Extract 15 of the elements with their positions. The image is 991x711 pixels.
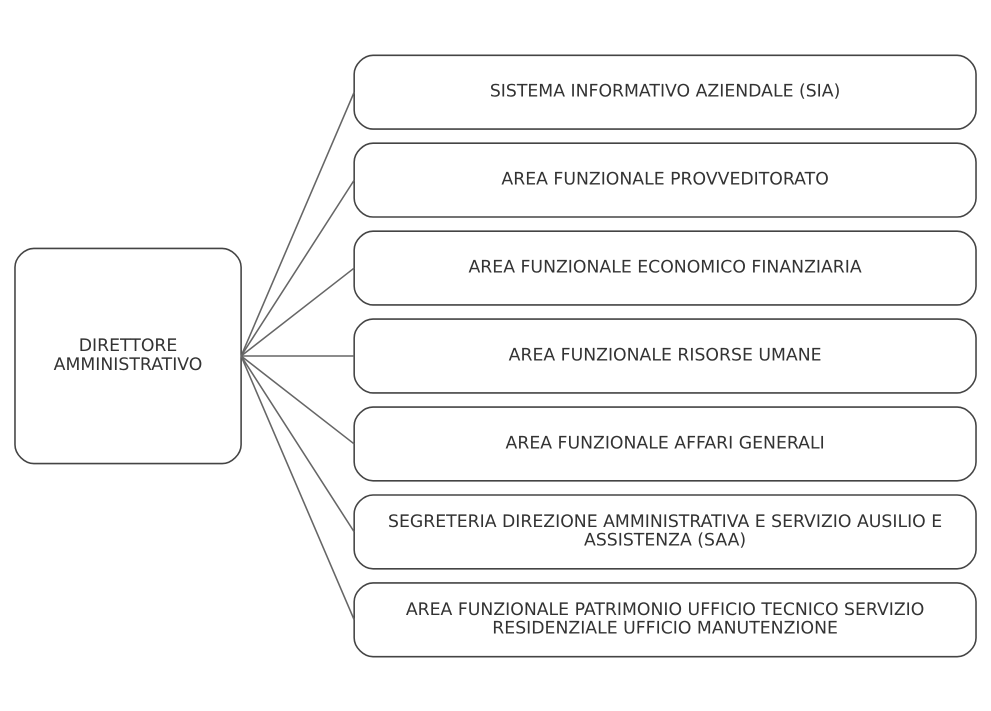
node-box: DIRETTORE AMMINISTRATIVO — [14, 247, 242, 464]
node-box: AREA FUNZIONALE PROVVEDITORATO — [353, 142, 977, 218]
connector — [241, 354, 354, 356]
node-box: SEGRETERIA DIREZIONE AMMINISTRATIVA E SERVIZIO AUSILIO E ASSISTENZA (SAA) — [353, 494, 977, 570]
connector — [240, 266, 355, 356]
node-box: AREA FUNZIONALE AFFARI GENERALI — [353, 406, 977, 482]
node-box: AREA FUNZIONALE ECONOMICO FINANZIARIA — [353, 230, 977, 306]
connector — [240, 355, 355, 620]
connector — [240, 354, 355, 444]
connector — [240, 355, 355, 532]
node-box: SISTEMA INFORMATIVO AZIENDALE (SIA) — [353, 54, 977, 130]
node-box: AREA FUNZIONALE RISORSE UMANE — [353, 318, 977, 394]
node-box: AREA FUNZIONALE PATRIMONIO UFFICIO TECNICO SERVIZIO RESIDENZIALE UFFICIO MANUTENZIONE — [353, 582, 977, 657]
connector — [240, 179, 355, 356]
connector — [240, 91, 355, 356]
